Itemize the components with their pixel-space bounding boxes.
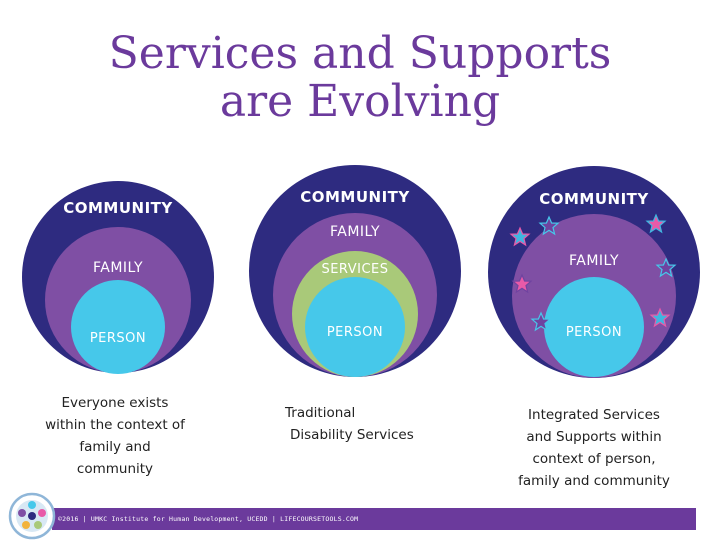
caption-line: and Supports within [526, 429, 662, 445]
footer-bar [52, 508, 696, 530]
person-circle [544, 277, 644, 377]
person-label: PERSON [566, 325, 622, 340]
services-label: SERVICES [321, 262, 388, 277]
family-label: FAMILY [330, 224, 380, 240]
title-line-2: are Evolving [219, 76, 501, 127]
footer-text: ©2016 | UMKC Institute for Human Develop… [58, 515, 359, 523]
caption-line: family and community [518, 473, 670, 489]
person-circle [305, 277, 405, 377]
diagram-2: COMMUNITY FAMILY SERVICES PERSON [249, 165, 461, 377]
person-circle [71, 280, 165, 374]
community-label: COMMUNITY [539, 190, 649, 208]
caption-line: context of person, [532, 451, 656, 467]
caption-line: Integrated Services [528, 407, 660, 423]
title-line-1: Services and Supports [108, 28, 612, 79]
family-label: FAMILY [569, 253, 619, 269]
diagram-1: COMMUNITY FAMILY PERSON [22, 181, 214, 374]
diagram-3: COMMUNITY FAMILY PERSON [488, 166, 700, 378]
caption-line: community [76, 461, 154, 477]
caption-line: Traditional [285, 405, 356, 421]
caption-line: Disability Services [290, 427, 414, 443]
caption-line: within the context of [45, 417, 185, 433]
logo-icon [8, 492, 56, 540]
caption-1: Everyone exists within the context of fa… [25, 392, 205, 480]
caption-line: family and [79, 439, 151, 455]
community-label: COMMUNITY [300, 188, 410, 206]
family-label: FAMILY [93, 260, 143, 276]
page-title: Services and Supports are Evolving [0, 30, 720, 126]
caption-line: Everyone exists [61, 395, 169, 411]
community-label: COMMUNITY [63, 199, 173, 217]
caption-2: Traditional Disability Services [275, 402, 425, 446]
person-label: PERSON [90, 331, 146, 346]
caption-3: Integrated Services and Supports within … [500, 404, 688, 492]
person-label: PERSON [327, 325, 383, 340]
